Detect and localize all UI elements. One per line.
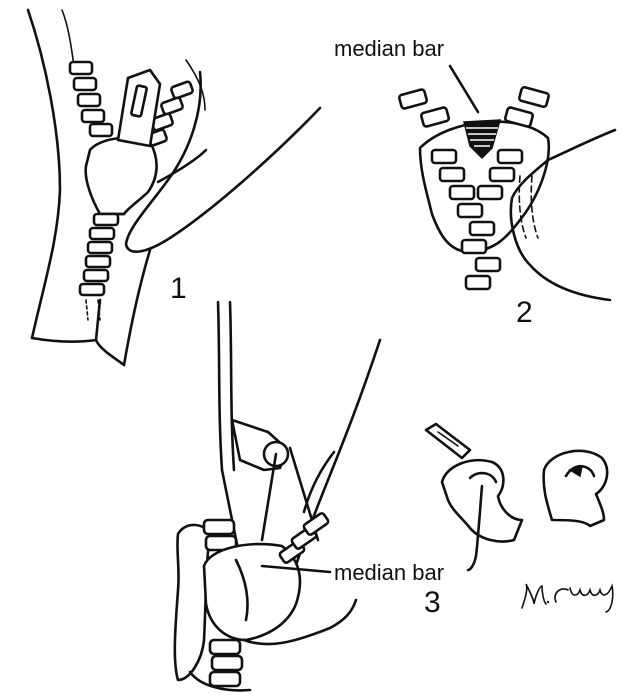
panel-1-zipper-drawing [28,10,320,365]
artist-signature [522,584,613,612]
zipper-slider [86,138,157,214]
panel-2-number: 2 [516,296,533,329]
panel-3-detail-slider-halves [426,424,607,570]
zipper-teeth-lower [80,214,118,295]
zipper-teeth-upper-left [70,62,112,136]
median-bar-label-top: median bar [334,36,444,61]
panel-3-number: 3 [424,586,441,619]
median-bar-label-bottom: median bar [334,560,444,585]
panel-2-slider-cutaway: median bar [334,36,615,300]
panel-1-number: 1 [170,272,187,305]
panel-3-slider-opened [175,302,380,690]
median-bar-leader-top [450,66,478,112]
